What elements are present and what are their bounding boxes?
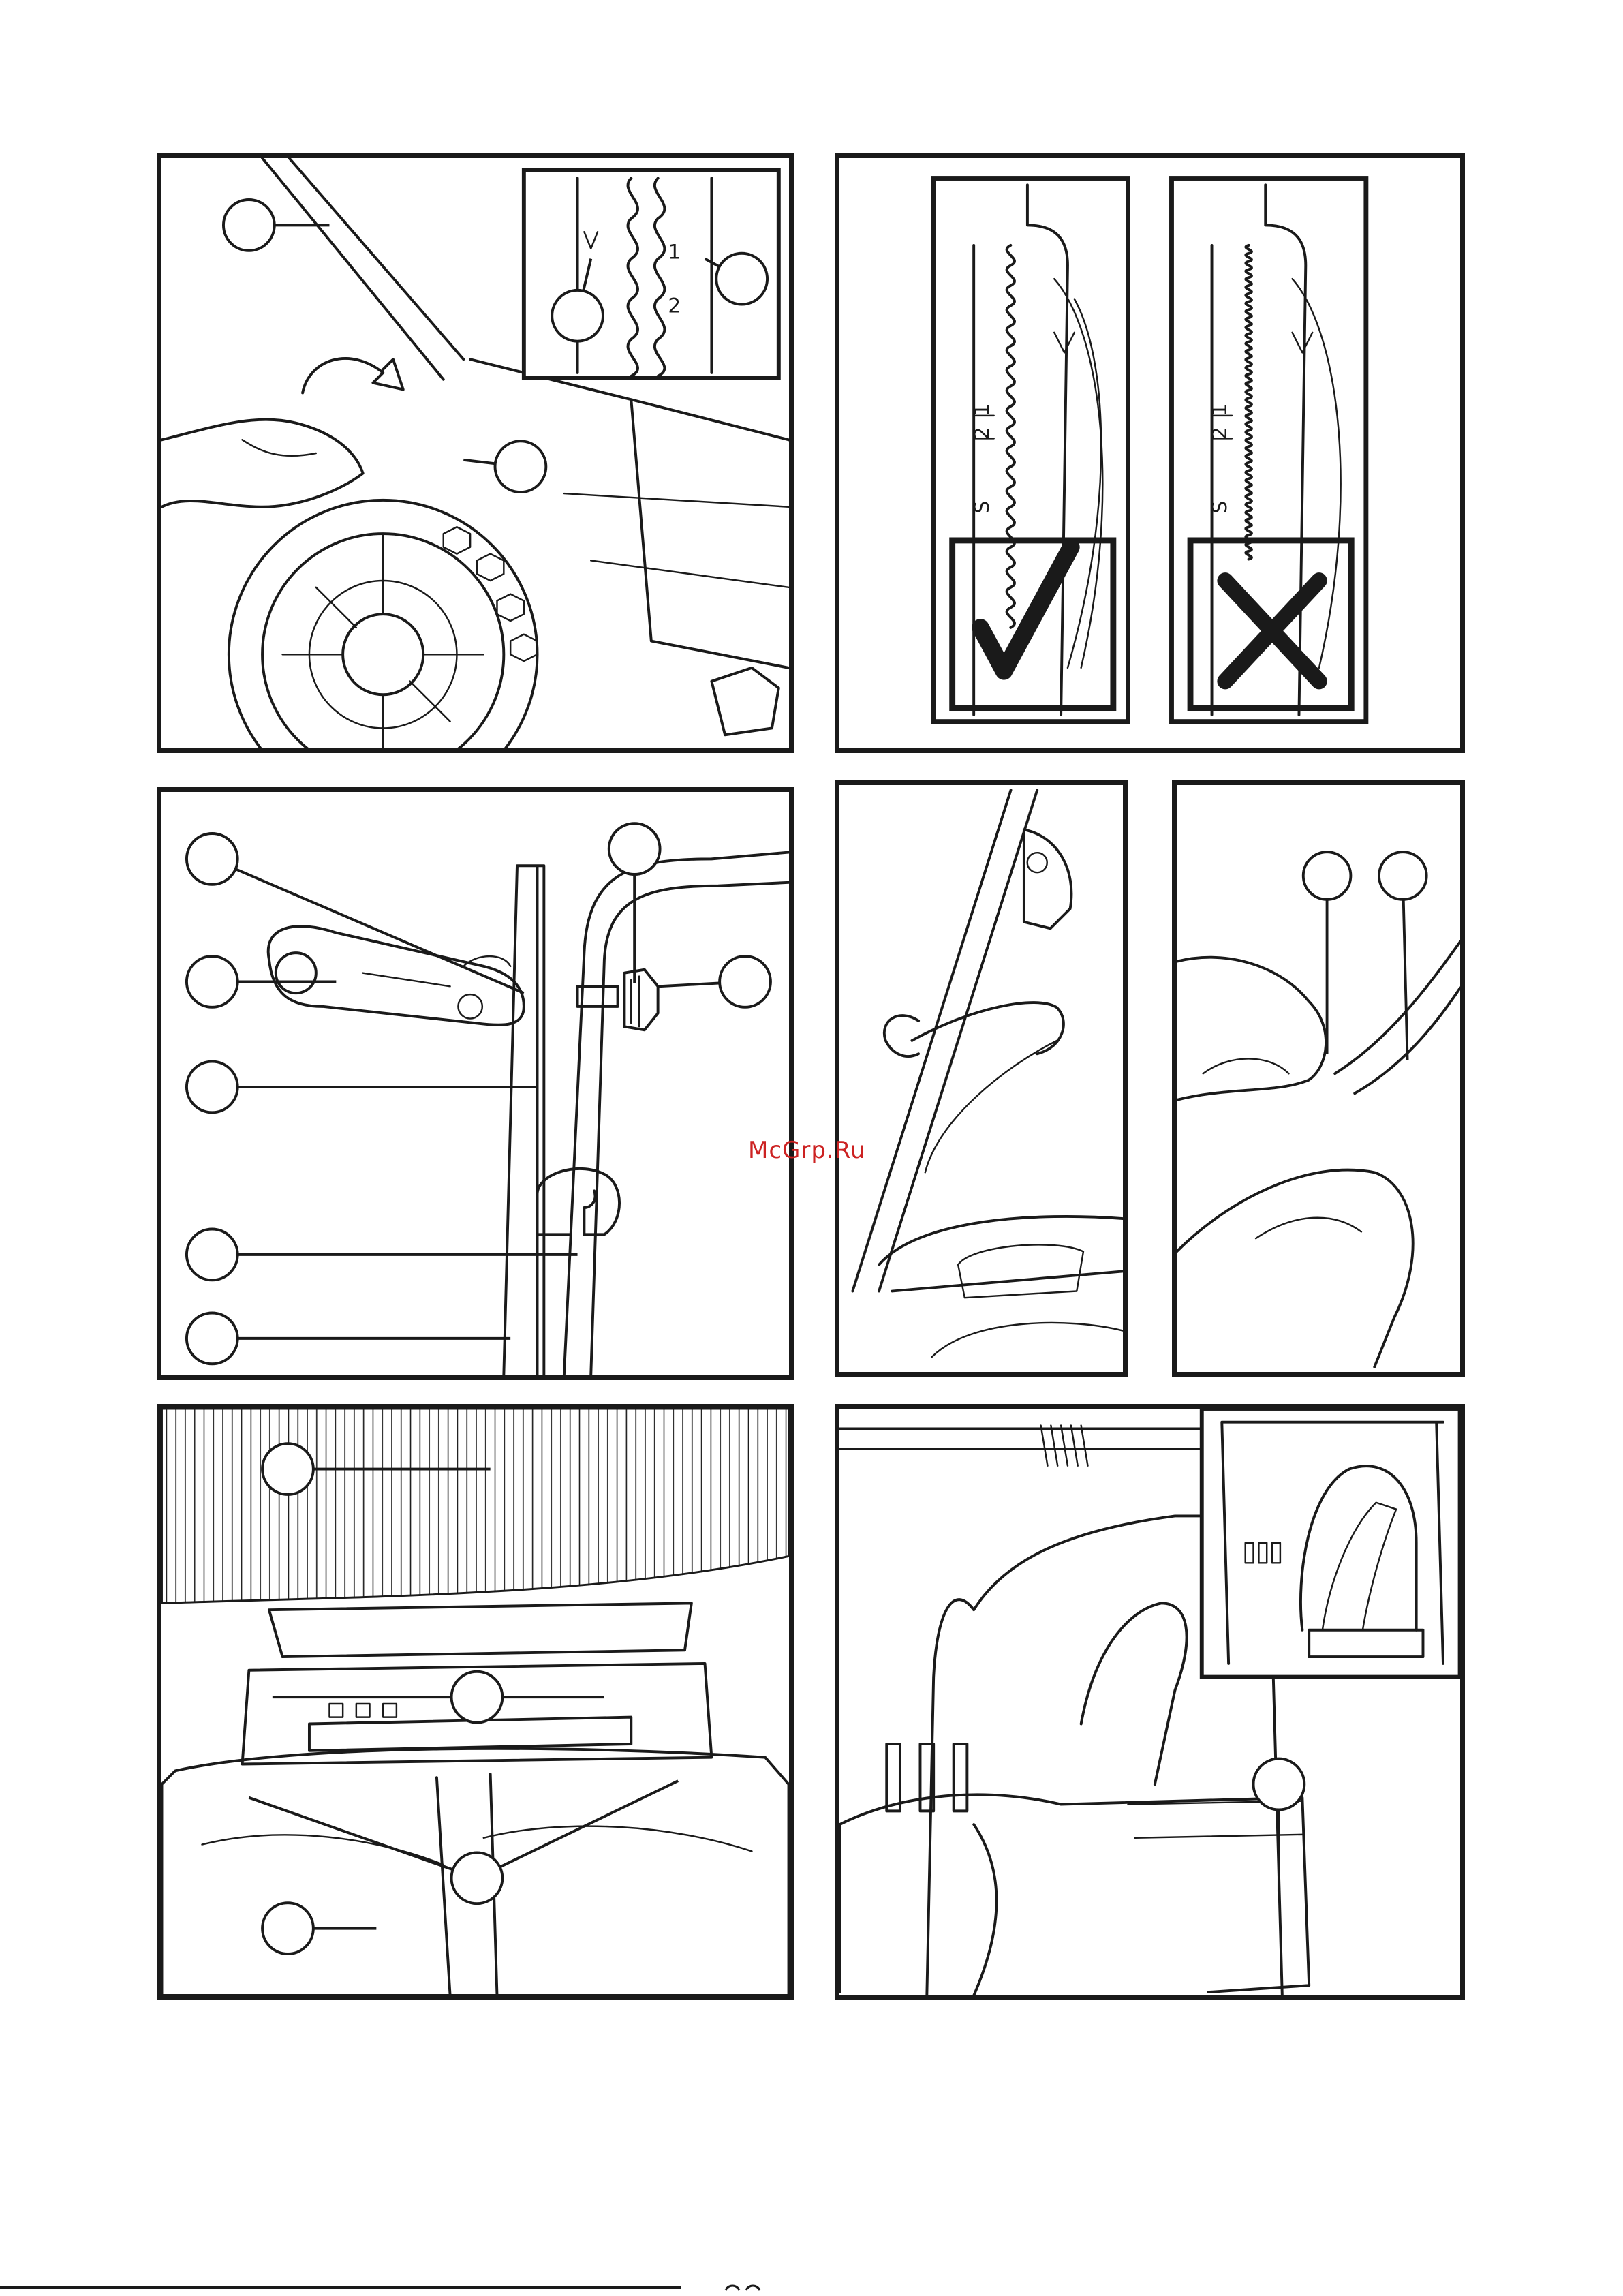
figure-rear-flap: [835, 1404, 1465, 2000]
scale-left-1: 1: [970, 403, 993, 416]
figure-grass-bag: [157, 1404, 794, 2000]
callout-circle: [609, 823, 660, 874]
callout-circle: [552, 290, 603, 341]
callout-circle: [187, 956, 238, 1007]
scale-right-s: S: [1208, 501, 1231, 514]
callout-circle: [452, 1672, 503, 1723]
illustration-handle-assembly: [161, 792, 789, 1375]
figure-cable-routing: [1172, 780, 1465, 1377]
detail-mark-2: 2: [668, 294, 681, 317]
callout-circle: [1379, 852, 1427, 900]
callout-circle: [187, 1062, 238, 1113]
callout-circle: [187, 1229, 238, 1281]
callout-circle: [716, 254, 767, 305]
watermark-text: McGrp.Ru: [748, 1137, 865, 1164]
callout-circle: [495, 441, 546, 492]
illustration-rear-flap: [839, 1409, 1460, 1995]
footer-rule: [0, 2286, 681, 2289]
callout-circle: [1254, 1759, 1305, 1810]
illustration-handle-cable: [839, 785, 1123, 1372]
callout-circle: [187, 1313, 238, 1364]
detail-mark-1: 1: [668, 241, 681, 264]
callout-circle: [223, 200, 275, 251]
figure-wheel-adjustment: 1 2: [157, 153, 794, 753]
callout-circle: [1303, 852, 1351, 900]
callout-circle: [262, 1443, 313, 1495]
figure-spring-scale: 2 1 S 2 1 S: [835, 153, 1465, 753]
figure-handle-assembly: [157, 787, 794, 1380]
figure-handle-cable: [835, 780, 1128, 1377]
illustration-cable-routing: [1177, 785, 1460, 1372]
callout-circle: [262, 1903, 313, 1954]
page-number-fragment: [722, 2283, 763, 2291]
callout-circle: [187, 833, 238, 885]
scale-right-1: 1: [1208, 403, 1231, 416]
illustration-spring-scale: 2 1 S 2 1 S: [839, 158, 1460, 748]
scale-left-s: S: [970, 501, 993, 514]
illustration-wheel-adjustment: 1 2: [161, 158, 789, 748]
illustration-grass-bag: [161, 1409, 789, 1995]
callout-circle: [452, 1852, 503, 1903]
callout-circle: [720, 956, 771, 1007]
